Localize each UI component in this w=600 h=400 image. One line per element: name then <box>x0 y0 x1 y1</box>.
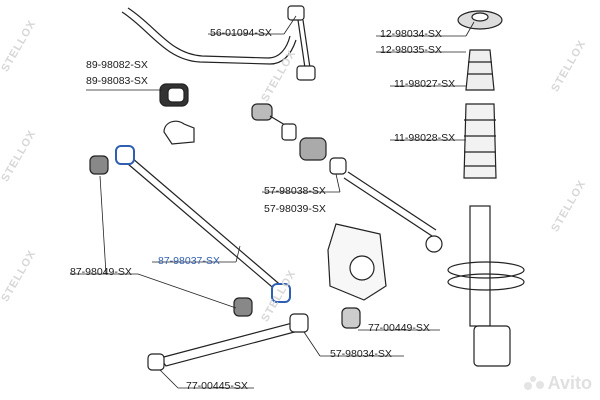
shock-absorber <box>447 205 525 367</box>
part-label-89-98083: 89-98083-SX <box>86 75 148 87</box>
part-label-56-01094: 56-01094-SX <box>210 27 272 39</box>
avito-logo-icon <box>523 375 544 392</box>
bump-stop <box>465 49 495 91</box>
part-label-57-98039: 57-98039-SX <box>264 203 326 215</box>
part-label-57-98034: 57-98034-SX <box>330 348 392 360</box>
dust-boot <box>463 103 497 179</box>
avito-text: Avito <box>547 373 592 393</box>
knuckle-bushing <box>341 307 361 329</box>
part-label-12-98035: 12-98035-SX <box>380 44 442 56</box>
leader-lines <box>70 15 475 389</box>
part-label-87-98037: 87-98037-SX <box>158 255 220 267</box>
stabilizer-link <box>287 5 316 81</box>
part-label-12-98034: 12-98034-SX <box>380 28 442 40</box>
part-label-11-98027: 11-98027-SX <box>394 78 456 90</box>
part-label-11-98028: 11-98028-SX <box>394 132 456 144</box>
part-label-77-00449: 77-00449-SX <box>368 322 430 334</box>
lateral-arm <box>115 145 291 303</box>
strut-mount <box>457 10 503 30</box>
lower-arm <box>147 313 309 371</box>
upper-arm <box>251 103 443 253</box>
part-label-57-98038: 57-98038-SX <box>264 185 326 197</box>
stabilizer-bushing <box>159 83 195 145</box>
avito-watermark: Avito <box>523 373 592 394</box>
knuckle <box>327 223 387 301</box>
part-label-89-98082: 89-98082-SX <box>86 59 148 71</box>
part-label-77-00445: 77-00445-SX <box>186 380 248 392</box>
stabilizer-bar <box>121 7 297 65</box>
arm-bushings <box>89 155 253 317</box>
part-label-87-98049: 87-98049-SX <box>70 266 132 278</box>
